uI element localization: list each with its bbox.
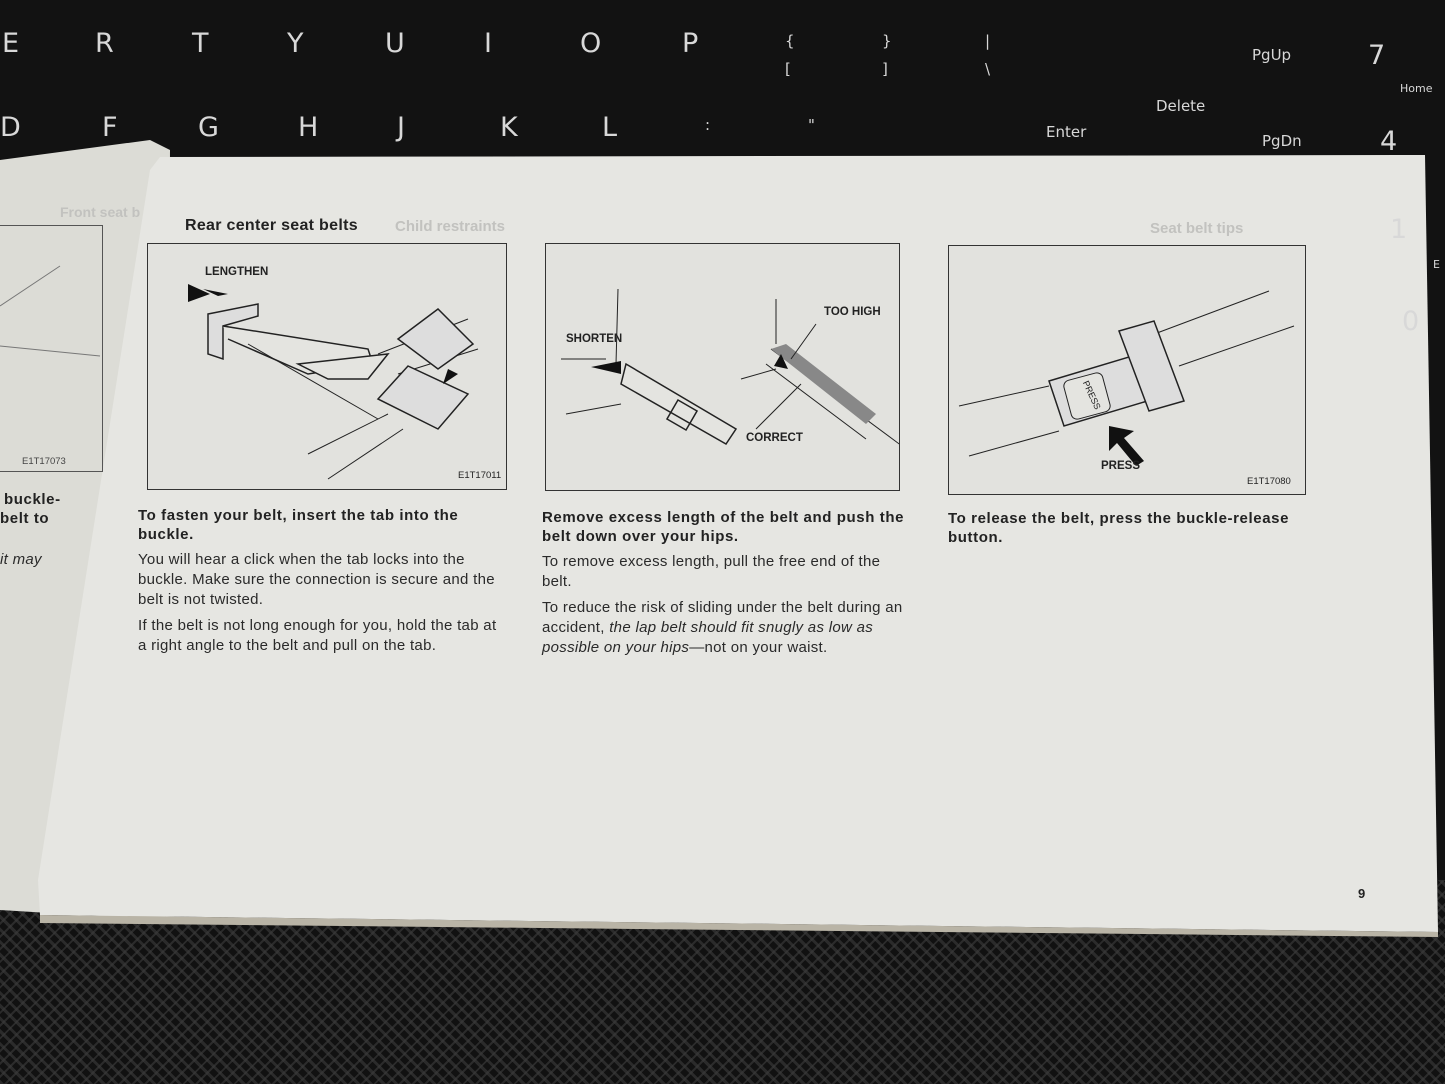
showthrough-heading: Child restraints: [395, 218, 506, 235]
key-j: J: [397, 112, 405, 143]
left-figure-code: E1T17073: [22, 456, 66, 467]
key-1: 1: [1390, 214, 1408, 245]
left-page-line: it may: [0, 551, 42, 568]
key-pipe: |: [985, 32, 991, 50]
lap-belt-drawing: [561, 288, 899, 445]
key-4: 4: [1380, 126, 1398, 157]
key-f: F: [102, 112, 118, 143]
panel-release-text: To release the belt, press the buckle-re…: [948, 509, 1313, 547]
paragraph-text: To reduce the risk of sliding under the …: [542, 599, 903, 636]
key-g: G: [198, 112, 219, 143]
caption-release: To release the belt, press the buckle-re…: [948, 510, 1290, 546]
key-delete: Delete: [1156, 97, 1206, 115]
figure-label: SHORTEN: [566, 333, 623, 345]
key-pgdn: PgDn: [1262, 132, 1302, 150]
key-h: H: [298, 112, 319, 143]
figure-label: CORRECT: [746, 432, 803, 444]
key-backslash: \: [985, 60, 991, 78]
figure-label: LENGTHEN: [205, 266, 269, 278]
key-o: O: [580, 28, 602, 59]
figure-fasten: LENGTHEN E1T17011: [147, 243, 507, 490]
panel-fasten-text: To fasten your belt, insert the tab into…: [138, 506, 508, 656]
page-number: 9: [1358, 886, 1366, 901]
figure-adjust: SHORTEN TOO HIGH CORRECT: [545, 243, 900, 491]
key-rbrace: }: [882, 32, 892, 50]
buckle-lengthen-drawing: [188, 284, 479, 480]
figure-code: E1T17080: [1247, 476, 1291, 487]
key-y: Y: [287, 28, 304, 59]
key-e: E: [2, 28, 20, 59]
key-colon: :: [705, 116, 711, 134]
key-lbracket: [: [785, 60, 791, 78]
key-r: R: [95, 28, 114, 59]
caption-fasten: To fasten your belt, insert the tab into…: [138, 507, 459, 543]
key-d: D: [0, 112, 21, 143]
emphasis-text: the lap belt should fit snugly as low as…: [542, 619, 874, 656]
figure-label: TOO HIGH: [824, 306, 881, 318]
caption-adjust: Remove excess length of the belt and pus…: [542, 509, 905, 545]
key-7: 7: [1368, 40, 1386, 71]
paragraph: If the belt is not long enough for you, …: [138, 617, 497, 654]
key-0: 0: [1402, 306, 1420, 337]
paragraph-lap-belt: To reduce the risk of sliding under the …: [542, 598, 914, 658]
paragraph: You will hear a click when the tab locks…: [138, 551, 495, 608]
left-page-figure: E1T17073: [0, 225, 103, 472]
key-u: U: [385, 28, 405, 59]
key-p: P: [682, 28, 699, 59]
showthrough-heading: Seat belt tips: [1150, 220, 1244, 237]
key-t: T: [192, 28, 209, 59]
figure-label: PRESS: [1101, 460, 1140, 472]
key-k: K: [500, 112, 518, 143]
left-page-header: Front seat b: [60, 204, 141, 220]
buckle-release-drawing: PRESS: [958, 290, 1295, 466]
figure-release: PRESS PRESS E1T17080: [948, 245, 1306, 495]
left-page-line: buckle-: [4, 491, 61, 508]
left-page-line: belt to: [0, 510, 50, 527]
key-pgup: PgUp: [1252, 46, 1292, 64]
left-figure-drawing: [0, 265, 101, 357]
key-quote: ": [808, 116, 815, 134]
paragraph: To remove excess length, pull the free e…: [542, 553, 881, 590]
key-i: I: [484, 28, 492, 59]
key-lbrace: {: [785, 32, 795, 50]
section-title: Rear center seat belts: [185, 217, 358, 234]
key-rbracket: ]: [882, 60, 888, 78]
panel-adjust-text: Remove excess length of the belt and pus…: [542, 508, 914, 658]
key-home: Home: [1400, 82, 1433, 95]
key-l: L: [602, 112, 618, 143]
paragraph-text: —not on your waist.: [689, 639, 828, 656]
key-enter: Enter: [1046, 123, 1087, 141]
figure-code: E1T17011: [458, 470, 502, 481]
key-enter-numpad: E: [1433, 258, 1440, 271]
